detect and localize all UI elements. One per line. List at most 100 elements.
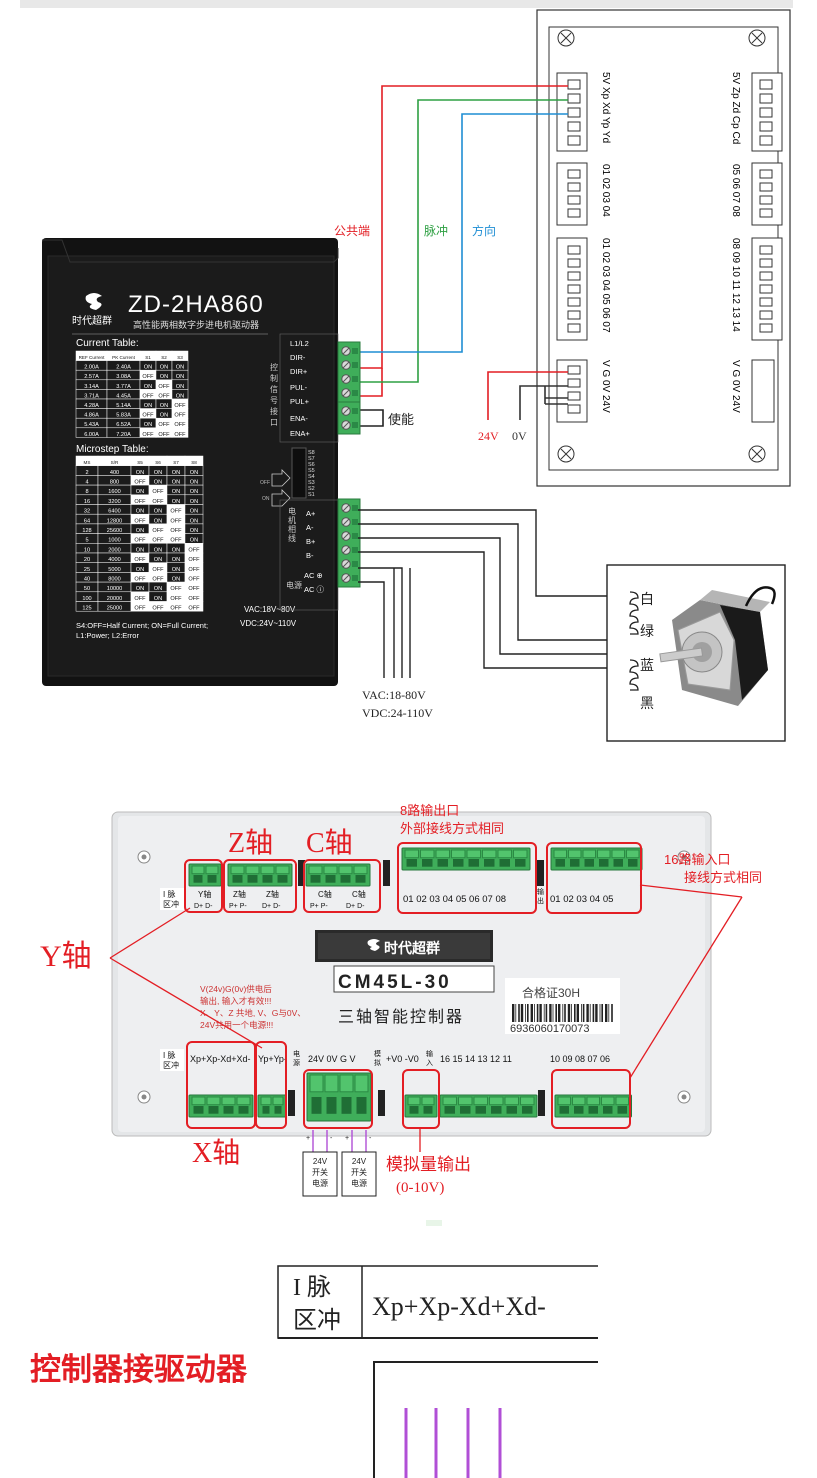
- table-cell: OFF: [174, 422, 186, 428]
- psu-label: 电源: [312, 1178, 328, 1188]
- top-y-pins: D+ D-: [194, 903, 213, 910]
- table-cell: 6.00A: [84, 432, 99, 438]
- table-cell: 4.86A: [84, 413, 99, 419]
- schematic-pin: [567, 195, 581, 205]
- terminal-screw: [341, 360, 358, 370]
- table-cell: 125: [82, 606, 91, 612]
- motor-terminal-label: B+: [306, 537, 316, 546]
- table-cell: ON: [154, 470, 162, 476]
- terminal-pin: [404, 849, 419, 867]
- terminal-pin: [489, 1096, 504, 1114]
- table-cell: ON: [136, 586, 144, 592]
- schematic-pin: [759, 93, 773, 104]
- top-silk-labels: I 脉 区冲 Y轴 D+ D- Z轴 P+ P- Z轴 D+ D- C轴 P+ …: [160, 887, 613, 910]
- terminal-pin: [615, 1096, 629, 1114]
- schematic-pin: [567, 365, 581, 375]
- zoom-label-2: 区冲: [293, 1307, 341, 1334]
- table-cell: OFF: [174, 413, 186, 419]
- table-cell: ON: [190, 518, 198, 524]
- table-cell: ON: [136, 509, 144, 515]
- table-cell: 25000: [107, 606, 123, 612]
- table-cell: ON: [154, 547, 162, 553]
- terminal-screw: [341, 531, 358, 541]
- table-cell: 800: [110, 480, 119, 486]
- table-cell: ON: [154, 480, 162, 486]
- table-cell: ON: [154, 518, 162, 524]
- schematic-pin: [567, 391, 581, 401]
- terminal-pin: [557, 1096, 571, 1114]
- table-cell: OFF: [188, 586, 200, 592]
- v24-label: 24V: [478, 429, 499, 443]
- bottom-pulse-label-2: 区冲: [163, 1060, 179, 1070]
- terminal-screw: [341, 503, 358, 513]
- dip-off-label: OFF: [260, 480, 270, 486]
- table-cell: OFF: [142, 432, 154, 438]
- table-cell: 5000: [108, 567, 120, 573]
- barcode-icon: [512, 1004, 613, 1022]
- analog-label-2: (0-10V): [396, 1180, 444, 1196]
- table-header-cell: S8: [191, 460, 197, 465]
- table-cell: ON: [160, 365, 168, 371]
- table-cell: OFF: [134, 480, 146, 486]
- brand-name: 时代超群: [384, 940, 440, 956]
- y-axis-label: Y轴: [40, 940, 92, 973]
- note-line-4: 24V共用一个电源!!!: [200, 1020, 273, 1030]
- schematic-pin: [567, 169, 581, 179]
- table-cell: OFF: [134, 606, 146, 612]
- schematic-pin: [759, 297, 773, 307]
- motor-wire-green: 绿: [640, 623, 654, 639]
- terminal-pin: [420, 849, 435, 867]
- cert-label: 合格证30H: [522, 985, 580, 1000]
- schematic-pin: [567, 258, 581, 268]
- dip-switch-label: S6: [308, 462, 315, 468]
- schematic-pin: [567, 404, 581, 414]
- schematic-right-label-1: 5V Zp Zd Cp Cd: [730, 72, 741, 144]
- table-cell: 4.45A: [116, 393, 131, 399]
- table-cell: ON: [154, 557, 162, 563]
- schematic-pin: [759, 258, 773, 268]
- table-cell: OFF: [188, 567, 200, 573]
- schematic-right-label-2: 05 06 07 08: [730, 164, 741, 217]
- table-cell: 25600: [107, 528, 123, 534]
- table-cell: OFF: [152, 606, 164, 612]
- table-cell: 1600: [108, 489, 120, 495]
- schematic-pin: [567, 182, 581, 192]
- dip-switch-label: S2: [308, 486, 315, 492]
- table-cell: 4000: [108, 557, 120, 563]
- controller-schematic: 5V Xp Xd Yp Yd 01 02 03 04 01 02 03 04 0…: [536, 9, 791, 487]
- table-cell: OFF: [170, 518, 182, 524]
- power-section-label: 电源: [286, 580, 302, 590]
- schematic-pin: [759, 208, 773, 218]
- terminal-pin: [275, 865, 290, 883]
- dip-switch-label: S5: [308, 468, 315, 474]
- signal-label: PUL-: [290, 383, 308, 392]
- driver-vdc: VDC:24V~110V: [240, 619, 297, 628]
- stepper-motor-icon: [659, 586, 776, 706]
- table-cell: OFF: [158, 384, 170, 390]
- terminal-pin: [191, 1096, 206, 1114]
- bottom-power-lbl-1: 电: [293, 1049, 300, 1058]
- table-cell: ON: [160, 374, 168, 380]
- top-in-numbers: 01 02 03 04 05: [550, 894, 613, 905]
- terminal-pin: [497, 849, 512, 867]
- signal-label: PUL+: [290, 397, 310, 406]
- vac-range-label: VAC:18-80V: [362, 688, 426, 702]
- schematic-pin: [567, 245, 581, 255]
- terminal-pin: [601, 1096, 615, 1114]
- table-cell: 50: [84, 586, 90, 592]
- signal-label: ENA-: [290, 414, 308, 423]
- controller-name: 三轴智能控制器: [338, 1008, 464, 1026]
- screw-icon: [748, 29, 766, 47]
- schematic-left-label-4: V G 0V 24V: [600, 360, 611, 413]
- warning-note: V(24v)G(0v)供电后 输出, 输入才有效!!! X、Y、Z 共地, V、…: [200, 984, 306, 1030]
- psu-label: 24V: [352, 1157, 367, 1166]
- label-plate: 时代超群 CM45L-30 三轴智能控制器: [315, 930, 495, 1026]
- note-line-3: X、Y、Z 共地, V、G与0V、: [200, 1008, 306, 1018]
- table-cell: 10000: [107, 586, 123, 592]
- schematic-pin: [759, 271, 773, 281]
- table-header-cell: S5: [137, 460, 143, 465]
- motor-terminal-label: A+: [306, 509, 316, 518]
- table-cell: 32: [84, 509, 90, 515]
- top-z1-pins: P+ P-: [229, 903, 247, 910]
